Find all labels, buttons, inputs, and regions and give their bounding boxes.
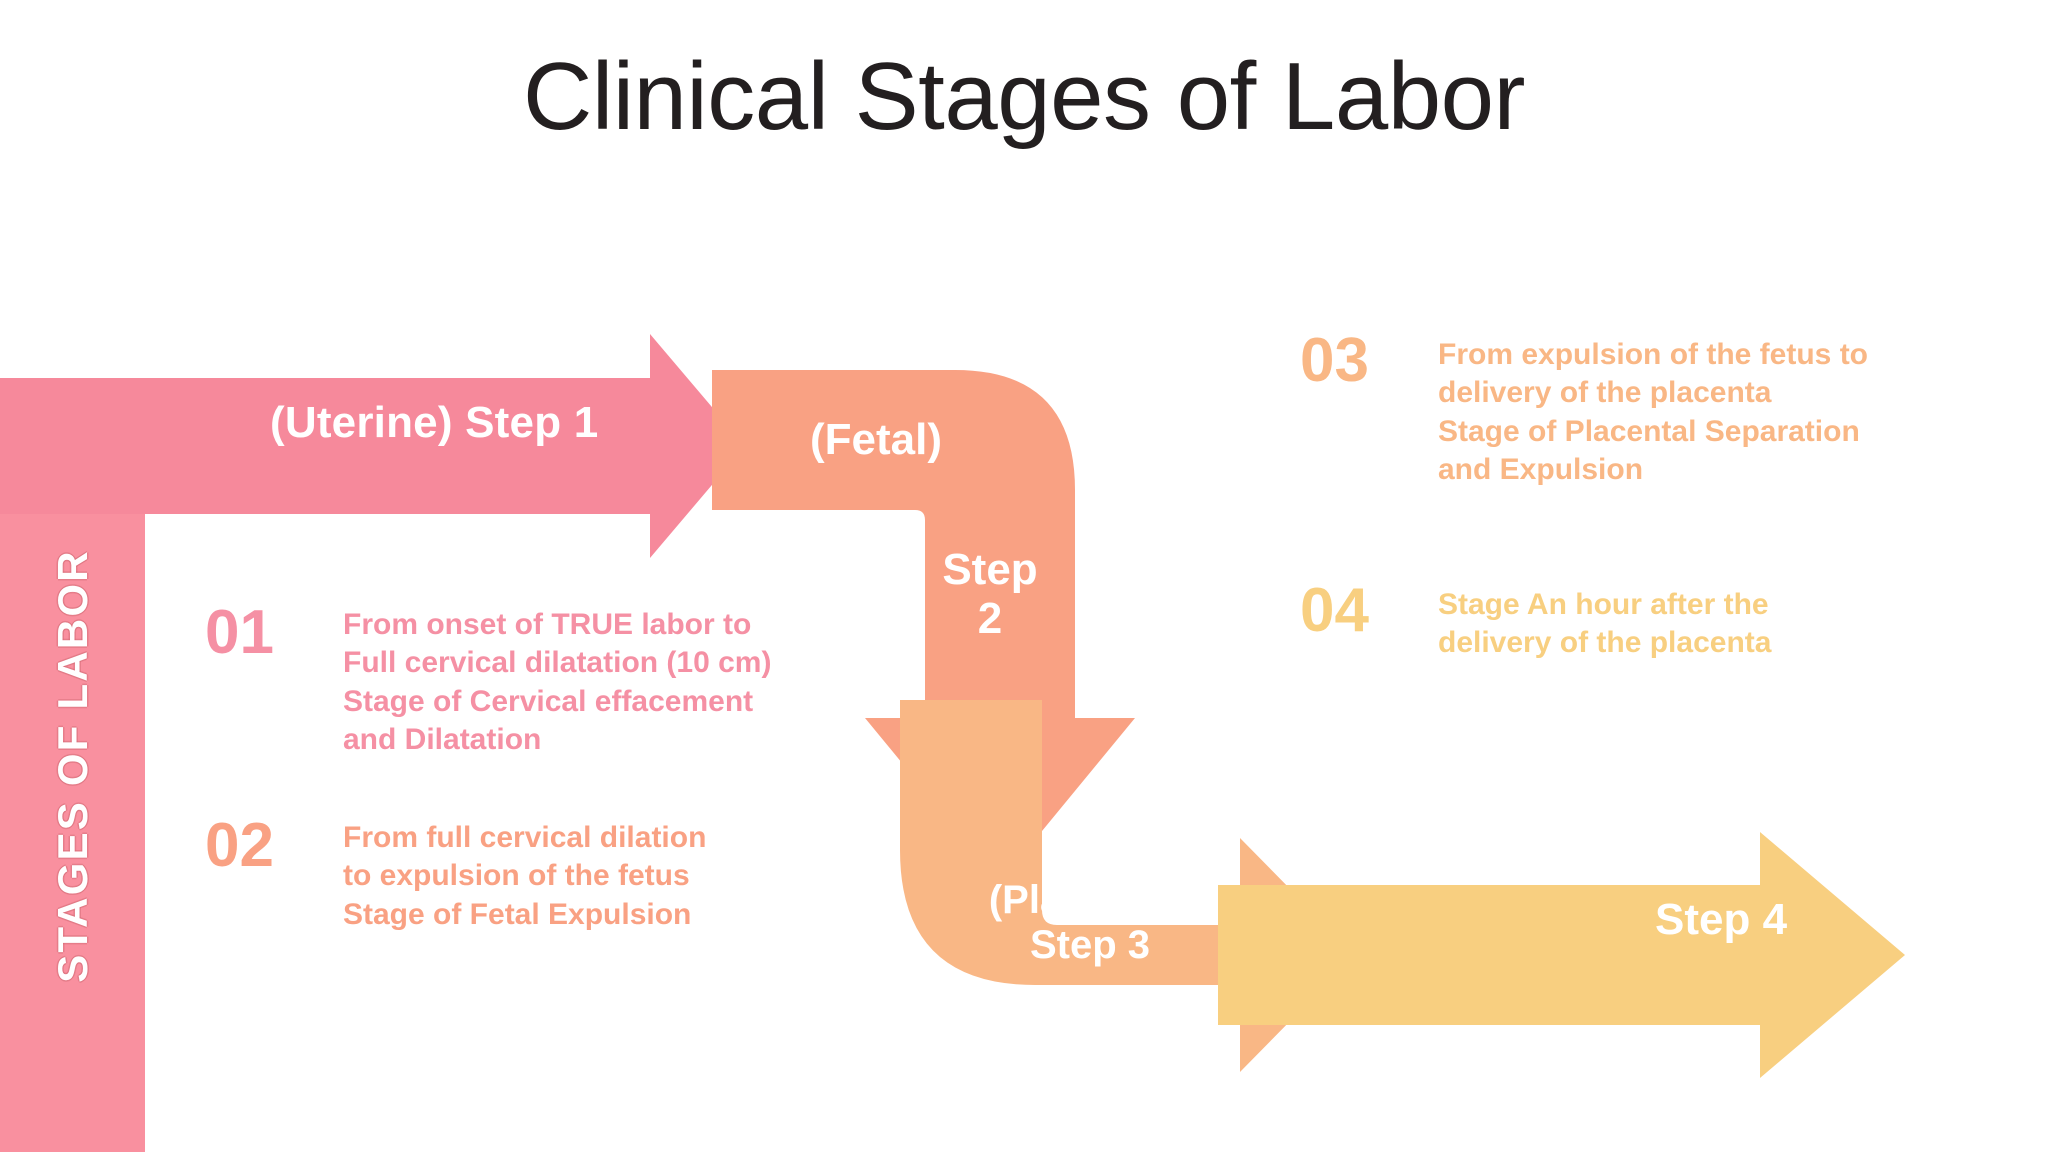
- description-text-02: From full cervical dilation to expulsion…: [343, 821, 707, 931]
- description-number-01: 01: [205, 598, 274, 667]
- description-block-04: 04 Stage An hour after the delivery of t…: [1300, 580, 1771, 663]
- step-4-arrow[interactable]: [1218, 832, 1905, 1078]
- description-block-02: 02 From full cervical dilation to expuls…: [205, 815, 706, 934]
- description-text-04: Stage An hour after the delivery of the …: [1438, 588, 1772, 660]
- step-1-arrow[interactable]: [0, 334, 745, 558]
- description-block-01: 01 From onset of TRUE labor to Full cerv…: [205, 602, 771, 760]
- description-number-03: 03: [1300, 326, 1369, 395]
- description-block-03: 03 From expulsion of the fetus to delive…: [1300, 330, 1868, 490]
- description-text-01: From onset of TRUE labor to Full cervica…: [343, 608, 772, 757]
- description-number-02: 02: [205, 811, 274, 880]
- page-title: Clinical Stages of Labor: [523, 43, 1525, 150]
- description-number-04: 04: [1300, 576, 1369, 645]
- description-text-03: From expulsion of the fetus to delivery …: [1438, 338, 1869, 487]
